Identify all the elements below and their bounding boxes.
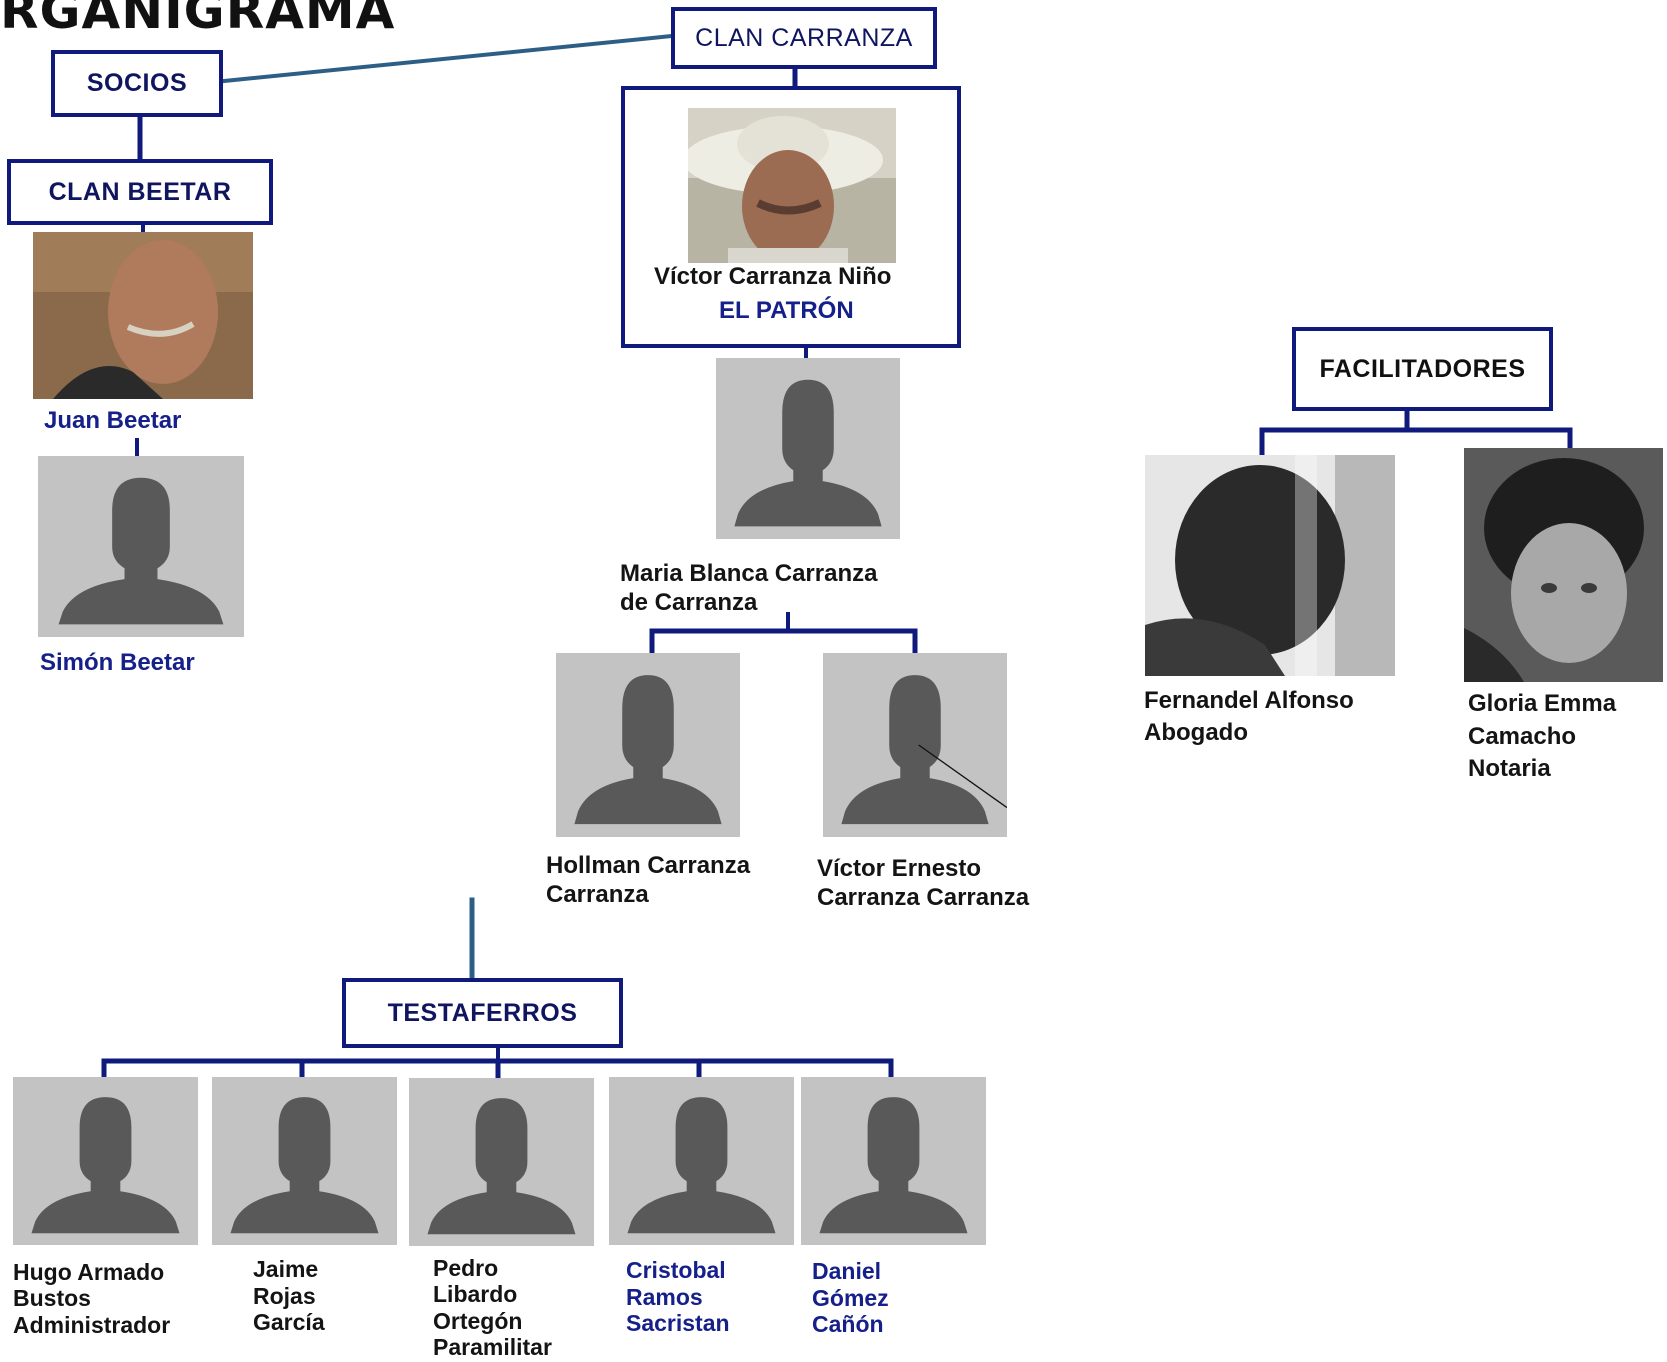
person-silhouette-icon [427, 1098, 576, 1235]
testaferro-2-line3: García [253, 1309, 325, 1335]
person-silhouette-icon [841, 675, 1007, 825]
hollman-name-line2: Carranza [546, 881, 649, 908]
gloria-photo [1464, 448, 1663, 682]
person-silhouette-icon [734, 379, 882, 527]
patron-photo [688, 108, 896, 263]
testaferro-2-line1: Jaime [253, 1256, 319, 1282]
testaferro-1-line3: Administrador [13, 1312, 171, 1338]
page-title: RGANIGRAMA [0, 0, 396, 40]
clan-beetar-label: CLAN BEETAR [48, 177, 232, 206]
testaferro-5-line2: Gómez [812, 1285, 889, 1311]
maria-blanca-name-line1: Maria Blanca Carranza [620, 560, 878, 587]
testaferro-4-line1: Cristobal [626, 1257, 726, 1283]
simon-beetar-name: Simón Beetar [40, 649, 195, 676]
person-silhouette-icon [574, 675, 722, 825]
testaferro-photo-3 [409, 1078, 594, 1246]
testaferro-5-line3: Cañón [812, 1311, 884, 1337]
socios-label: SOCIOS [86, 69, 188, 97]
testaferro-5-line1: Daniel [812, 1258, 882, 1284]
gloria-name-line2: Camacho [1468, 723, 1577, 750]
fernandel-photo [1145, 455, 1395, 676]
testaferro-3-line2: Libardo [433, 1281, 518, 1307]
person-silhouette-icon [627, 1097, 776, 1234]
facilitadores-box: FACILITADORES [1292, 327, 1553, 411]
testaferro-photo-1 [13, 1077, 198, 1245]
testaferro-3-line4: Paramilitar [433, 1334, 552, 1360]
testaferro-photo-2 [212, 1077, 397, 1245]
testaferros-label: TESTAFERROS [387, 998, 578, 1027]
testaferro-4-line2: Ramos [626, 1284, 703, 1310]
testaferro-3-line3: Ortegón [433, 1308, 523, 1334]
person-silhouette-icon [819, 1097, 968, 1234]
testaferros-box: TESTAFERROS [342, 978, 623, 1048]
hollman-photo [556, 653, 740, 837]
patron-role: EL PATRÓN [719, 297, 854, 324]
juan-beetar-photo [33, 232, 253, 399]
clan-beetar-box: CLAN BEETAR [7, 159, 273, 225]
testaferro-photo-5 [801, 1077, 986, 1245]
hollman-name-line1: Hollman Carranza [546, 852, 751, 879]
testaferro-3-line1: Pedro [433, 1255, 499, 1281]
fernandel-name-line1: Fernandel Alfonso [1144, 687, 1354, 714]
gloria-name-line3: Notaria [1468, 755, 1551, 782]
facilitadores-label: FACILITADORES [1319, 354, 1526, 383]
clan-carranza-box: CLAN CARRANZA [671, 7, 937, 69]
testaferro-4-line3: Sacristan [626, 1310, 730, 1336]
simon-beetar-photo [38, 456, 244, 637]
fernandel-name-line2: Abogado [1144, 719, 1248, 746]
testaferro-photo-4 [609, 1077, 794, 1245]
testaferro-1-line2: Bustos [13, 1285, 91, 1311]
clan-carranza-label: CLAN CARRANZA [695, 23, 913, 52]
gloria-name-line1: Gloria Emma [1468, 690, 1617, 717]
victor-ernesto-name-line1: Víctor Ernesto [817, 855, 982, 882]
socios-box: SOCIOS [51, 50, 223, 117]
maria-blanca-name-line2: de Carranza [620, 589, 758, 616]
testaferro-1-line1: Hugo Armado [13, 1259, 165, 1285]
person-silhouette-icon [58, 477, 224, 625]
victor-ernesto-photo [823, 653, 1007, 837]
person-silhouette-icon [31, 1097, 180, 1234]
juan-beetar-name: Juan Beetar [44, 407, 182, 434]
maria-blanca-photo [716, 358, 900, 539]
patron-name: Víctor Carranza Niño [654, 263, 892, 290]
testaferro-2-line2: Rojas [253, 1283, 316, 1309]
person-silhouette-icon [230, 1097, 379, 1234]
victor-ernesto-name-line2: Carranza Carranza [817, 884, 1030, 911]
